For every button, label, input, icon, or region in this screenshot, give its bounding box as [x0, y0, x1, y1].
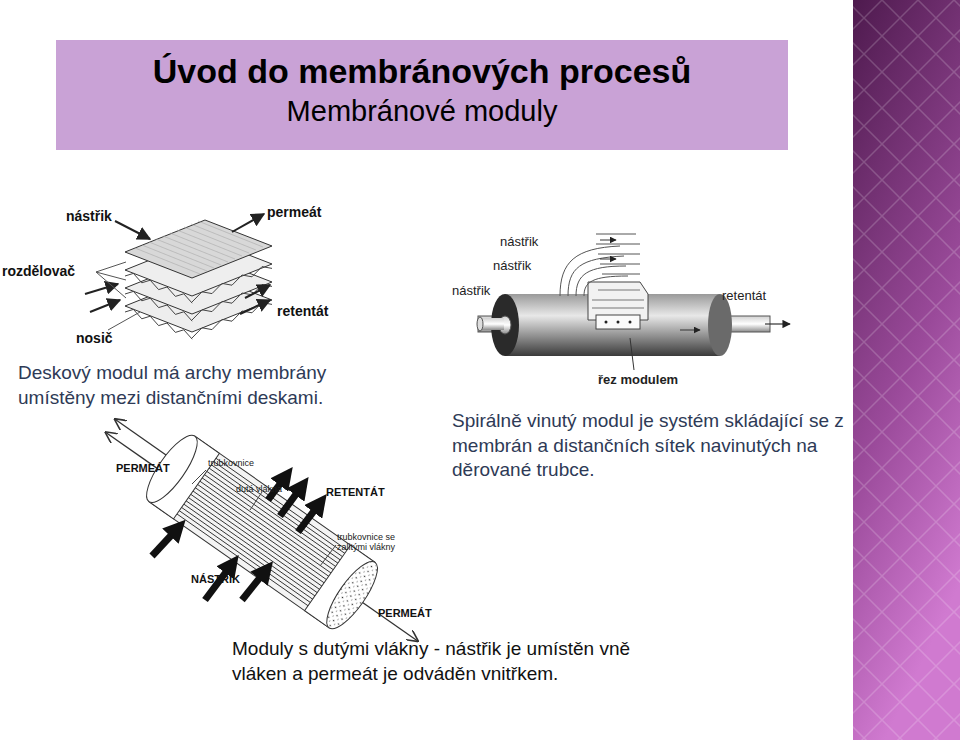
- spiral-module: [477, 234, 790, 370]
- fibre-caption: Moduly s dutými vlákny - nástřik je umís…: [232, 637, 672, 686]
- title-box: Úvod do membránových procesůMembránové m…: [56, 40, 788, 150]
- feed-label: nástřik: [452, 284, 490, 299]
- permeate-label: PERMEÁT: [116, 462, 170, 475]
- hollow-fibre-module: [88, 393, 441, 674]
- slide-title: Úvod do membránových procesů: [68, 50, 776, 93]
- plate-caption: Deskový modul má archy membrány umístěny…: [18, 361, 398, 410]
- tube-sheet-label: trubkovnice se zalitými vlákny: [337, 532, 401, 553]
- section-label: řez modulem: [598, 373, 678, 388]
- feed-label: nástřik: [493, 259, 531, 274]
- feed-label: nástřik: [500, 235, 538, 250]
- permeate-label: PERMEÁT: [378, 607, 432, 620]
- permeate-label: permeát: [267, 204, 321, 220]
- retentate-label: retentát: [277, 303, 328, 319]
- tube-sheet-label: trubkovnice: [208, 458, 254, 468]
- fibres-label: dutá vlákna: [236, 484, 282, 494]
- retentate-label: retentát: [722, 289, 766, 304]
- strip-pattern: [853, 0, 960, 740]
- slide-subtitle: Membránové moduly: [68, 93, 776, 129]
- feed-label: NÁSTŘIK: [191, 573, 240, 586]
- distributor-label: rozdělovač: [2, 263, 75, 279]
- spiral-caption: Spirálně vinutý modul je systém skládají…: [452, 409, 848, 483]
- retentate-label: RETENTÁT: [326, 486, 385, 499]
- side-strip: [853, 0, 960, 740]
- carrier-label: nosič: [76, 330, 113, 346]
- feed-label: nástřik: [66, 208, 112, 224]
- plate-module: [85, 214, 272, 339]
